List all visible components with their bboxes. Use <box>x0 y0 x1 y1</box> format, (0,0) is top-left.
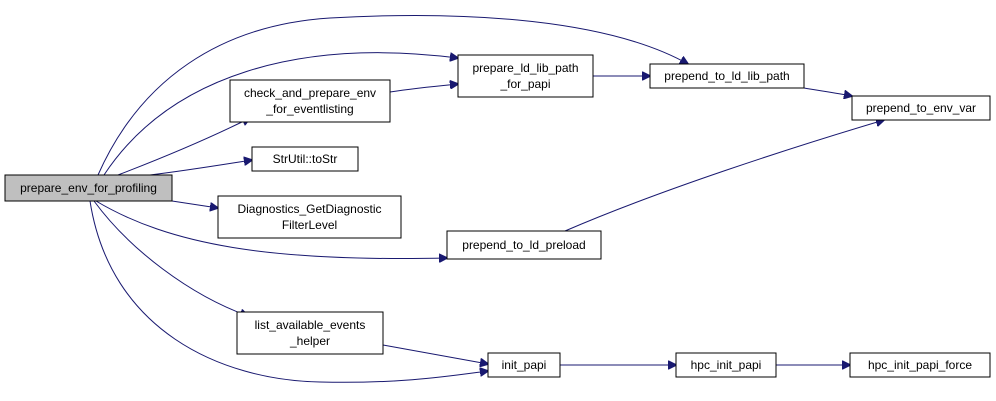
node-label: prepend_to_env_var <box>866 101 976 115</box>
edge-prepend-to-ld-preload-to-prepend-to-env-var <box>564 120 884 232</box>
node-label: prepend_to_ld_preload <box>462 238 585 252</box>
node-list-available-events-helper[interactable]: list_available_events _helper <box>236 311 384 355</box>
edge-prepend-to-ld-lib-path-to-prepend-to-env-var <box>803 87 852 96</box>
node-hpc-init-papi[interactable]: hpc_init_papi <box>675 352 777 378</box>
node-label: hpc_init_papi <box>691 358 762 372</box>
node-label-line-2: _helper <box>289 334 330 348</box>
node-prepare-ld-lib-path-for-papi[interactable]: prepare_ld_lib_path _for_papi <box>457 54 594 98</box>
edge-prepare-env-to-prepend-to-ld-lib-path <box>97 14 688 176</box>
node-prepend-to-env-var[interactable]: prepend_to_env_var <box>851 95 991 121</box>
node-label: init_papi <box>502 358 547 372</box>
edge-check-and-prepare-env-to-prepare-ld-lib-path <box>389 84 458 93</box>
node-label-line-2: FilterLevel <box>282 218 337 232</box>
edge-prepare-env-to-diagnostics <box>171 200 218 208</box>
node-prepend-to-ld-lib-path[interactable]: prepend_to_ld_lib_path <box>649 63 805 89</box>
node-check-and-prepare-env-for-eventlisting[interactable]: check_and_prepare_env _for_eventlisting <box>229 79 391 123</box>
edge-prepare-env-to-list-available-events <box>93 200 248 316</box>
node-label: prepend_to_ld_lib_path <box>664 69 789 83</box>
node-strutil-tostr[interactable]: StrUtil::toStr <box>251 146 359 172</box>
node-label-line-1: list_available_events <box>255 318 366 332</box>
node-label-line-1: check_and_prepare_env <box>244 86 376 100</box>
node-label-line-1: Diagnostics_GetDiagnostic <box>237 202 381 216</box>
node-hpc-init-papi-force[interactable]: hpc_init_papi_force <box>849 352 991 378</box>
edge-prepare-env-to-strutil-tostr <box>149 160 252 176</box>
edge-list-available-events-to-init-papi <box>382 344 488 364</box>
nodes: prepare_env_for_profiling check_and_prep… <box>4 54 991 378</box>
node-label: prepare_env_for_profiling <box>20 181 157 195</box>
edge-prepare-env-to-prepare-ld-lib-path-for-papi <box>103 52 458 176</box>
node-label-line-1: prepare_ld_lib_path <box>472 61 578 75</box>
edges <box>89 14 884 383</box>
edge-prepare-env-to-prepend-to-ld-preload <box>95 200 447 259</box>
node-label: StrUtil::toStr <box>273 152 338 166</box>
node-label: hpc_init_papi_force <box>868 358 972 372</box>
node-init-papi[interactable]: init_papi <box>487 352 561 378</box>
node-label-line-2: _for_papi <box>499 77 550 91</box>
node-label-line-2: _for_eventlisting <box>265 102 353 116</box>
node-prepend-to-ld-preload[interactable]: prepend_to_ld_preload <box>446 230 602 260</box>
edge-prepare-env-to-check-and-prepare-env <box>117 118 250 176</box>
node-diagnostics-getdiagnosticfilterlevel[interactable]: Diagnostics_GetDiagnostic FilterLevel <box>217 195 402 239</box>
edge-prepare-env-to-init-papi <box>89 200 488 383</box>
node-prepare-env-for-profiling[interactable]: prepare_env_for_profiling <box>4 174 173 202</box>
